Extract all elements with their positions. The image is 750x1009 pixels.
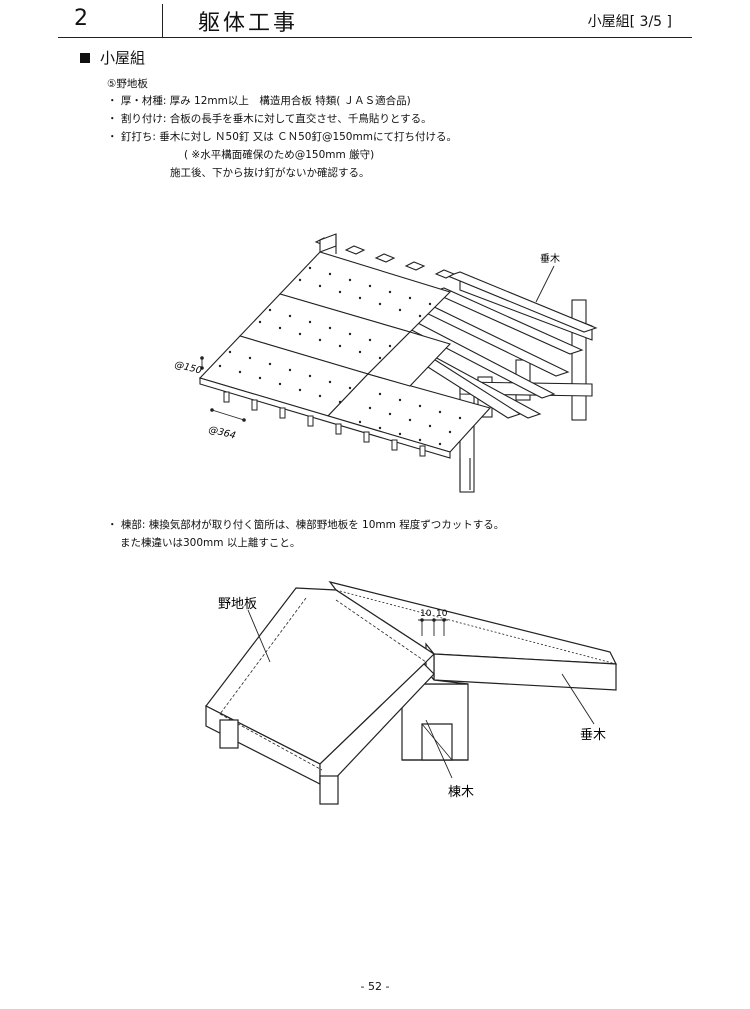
section-title: 躯体工事 [198, 11, 299, 36]
page-number: - 52 - [360, 980, 390, 993]
page-reference: 小屋組[ 3/5 ] [587, 14, 672, 30]
rafter-label-2: 垂木 [580, 728, 606, 743]
ridge-note-line-1: ・ 棟部: 棟換気部材が取り付く箇所は、棟部野地板を 10mm 程度ずつカットす… [107, 519, 505, 531]
spec-line-layout: ・ 割り付け: 合板の長手を垂木に対して直交させ、千鳥貼りとする。 [107, 113, 432, 125]
pitch-150-label: @150 [173, 359, 202, 376]
pitch-364-label: @364 [207, 424, 236, 441]
sheathing-label: 野地板 [218, 597, 257, 612]
spec-line-check: 施工後、下から抜け釘がないか確認する。 [170, 167, 370, 179]
sub-heading-text: 小屋組 [100, 49, 146, 67]
ridge-detail-diagram: 10 10 野地板 垂木 棟木 [205, 581, 617, 805]
spec-line-note: ( ※水平構面確保のため@150mm 厳守) [184, 149, 375, 161]
page-header: 2 躯体工事 小屋組[ 3/5 ] [58, 0, 692, 38]
item-title: ⑤野地板 [107, 78, 148, 90]
square-bullet-icon [80, 53, 90, 63]
dim-left-10: 10 [420, 609, 432, 619]
sub-heading: 小屋組 [80, 47, 145, 68]
ridge-note-line-2: また棟違いは300mm 以上離すこと。 [120, 537, 301, 549]
sheathing-layout-diagram: 垂木 @150 @364 [173, 233, 598, 493]
rafter-label: 垂木 [540, 253, 560, 265]
spec-line-thickness: ・ 厚・材種: 厚み 12mm以上 構造用合板 特類( ＪＡＳ適合品) [107, 95, 411, 107]
section-number: 2 [74, 6, 88, 31]
spec-line-nailing: ・ 釘打ち: 垂木に対し Ｎ50釘 又は ＣＮ50釘@150mmにて打ち付ける。 [107, 131, 457, 143]
ridge-beam-label: 棟木 [448, 785, 474, 800]
header-divider [162, 4, 164, 37]
dim-right-10: 10 [436, 609, 448, 619]
